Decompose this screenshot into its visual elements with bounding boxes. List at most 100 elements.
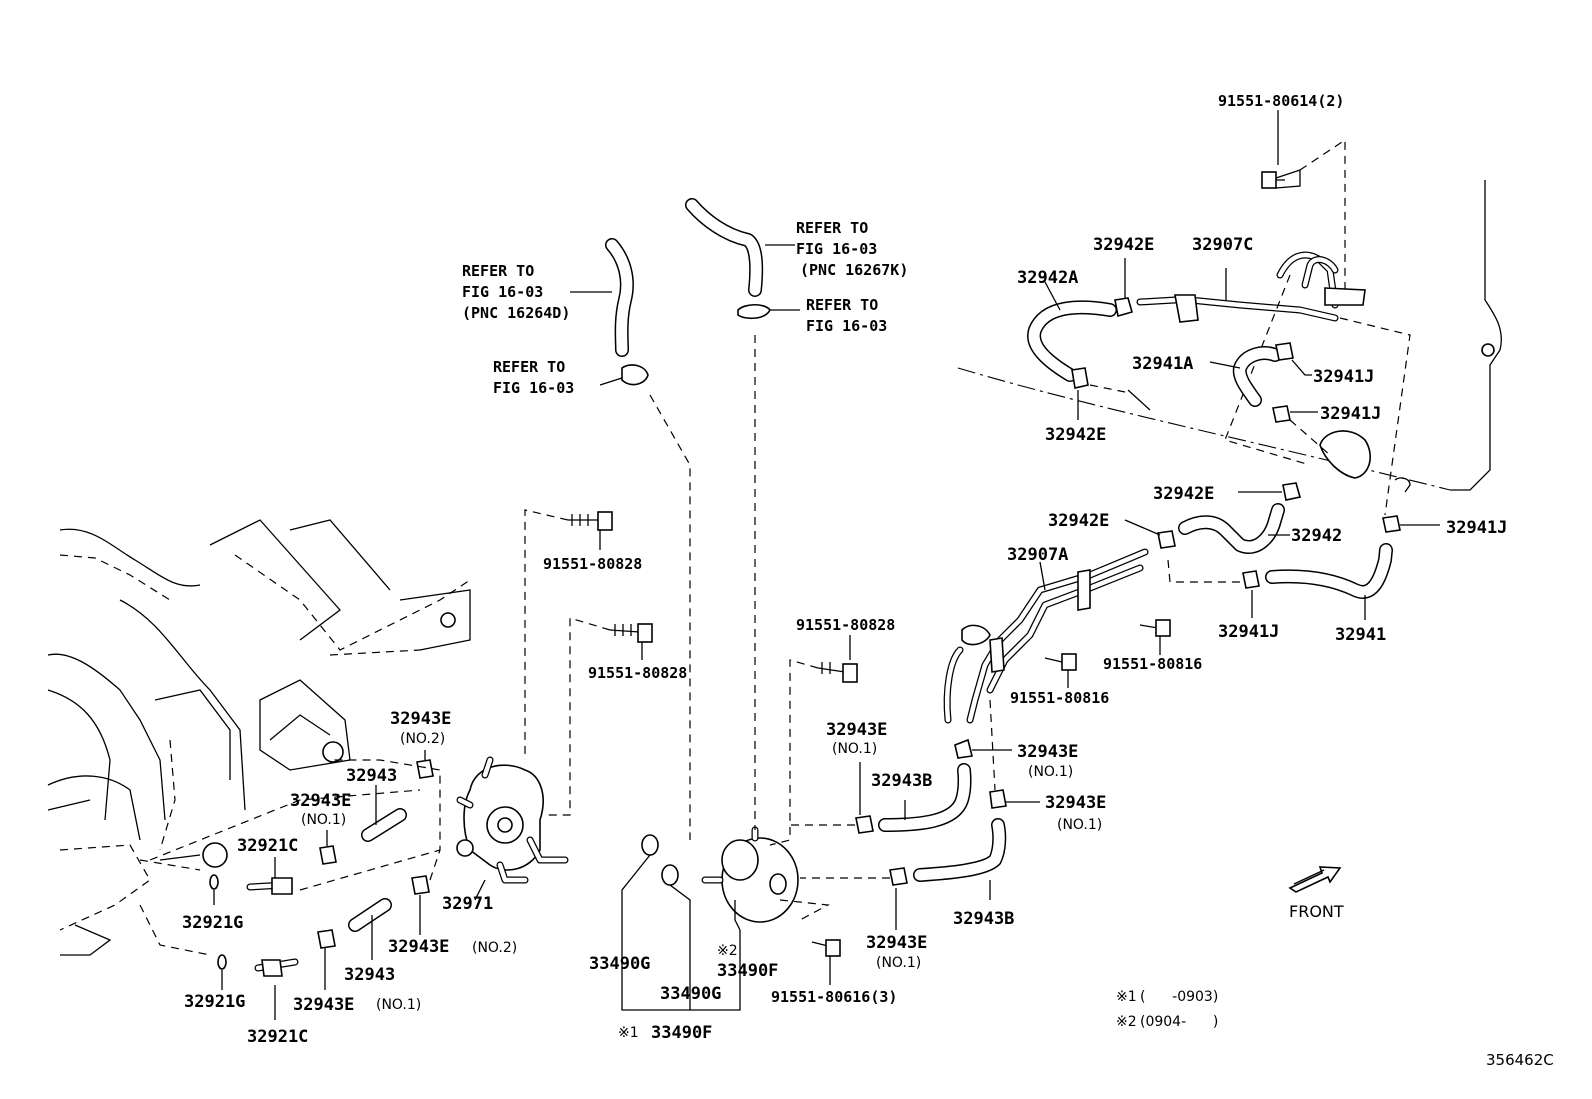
sublabel-r1-no1: (NO.1) xyxy=(1028,764,1073,780)
bolt-91551-80816-a xyxy=(1139,619,1171,655)
sublabel-l2-no1: (NO.1) xyxy=(301,812,346,828)
label-32943E-c2: 32943E xyxy=(866,933,927,953)
label-32941A: 32941A xyxy=(1132,354,1193,374)
clamp-32941J-3 xyxy=(1382,515,1440,533)
bolt-91551-80828-b xyxy=(545,617,653,816)
label-91551-80828-b: 91551-80828 xyxy=(588,664,687,682)
hose-32943-l2 xyxy=(348,898,392,960)
label-32941J-1: 32941J xyxy=(1313,367,1374,387)
engine-outline xyxy=(47,519,471,956)
clamp-32943E-r1 xyxy=(954,738,1012,759)
label-91551-80828-a: 91551-80828 xyxy=(543,555,642,573)
label-32942E-r2: 32942E xyxy=(1048,511,1109,531)
label-91551-80616: 91551-80616(3) xyxy=(771,988,897,1006)
label-32941: 32941 xyxy=(1335,625,1386,645)
label-32907A: 32907A xyxy=(1007,545,1068,565)
legend-row2-text: (0904- ) xyxy=(1140,1014,1218,1030)
bolt-91551-80614 xyxy=(1261,110,1346,300)
clamp-32943E-r2 xyxy=(989,789,1040,809)
pipe-32907C xyxy=(1136,251,1411,516)
refer-note-3-line3: (PNC 16267K) xyxy=(800,261,908,279)
label-32941J-2: 32941J xyxy=(1320,404,1381,424)
bolt-91551-80828-a xyxy=(524,509,613,760)
label-32971: 32971 xyxy=(442,894,493,914)
label-32943B-2: 32943B xyxy=(953,909,1014,929)
label-32921G-2: 32921G xyxy=(184,992,245,1012)
label-32942E-top: 32942E xyxy=(1093,235,1154,255)
hose-32943B-2 xyxy=(913,818,1007,900)
clamp-32943E-l1 xyxy=(416,750,434,779)
front-arrow-icon xyxy=(1288,866,1342,893)
label-32921C-1: 32921C xyxy=(237,836,298,856)
o-ring-32921G-1 xyxy=(209,874,219,890)
label-32941J-3: 32941J xyxy=(1446,518,1507,538)
clamp-32943E-l4 xyxy=(317,929,336,990)
bolt-91551-80816-b xyxy=(1044,653,1077,688)
label-32942: 32942 xyxy=(1291,526,1342,546)
legend-row1-mark: ※1 xyxy=(1116,989,1137,1005)
sublabel-c2-no1: (NO.1) xyxy=(876,955,921,971)
label-33490F-1: 33490F xyxy=(717,961,778,981)
refer-note-3-line2: FIG 16-03 xyxy=(796,240,877,258)
refer-note-4-line1: REFER TO xyxy=(806,296,878,314)
canister-33490F xyxy=(701,826,831,931)
fitting-32921C-1 xyxy=(246,857,293,895)
o-ring-33490G-2 xyxy=(661,864,679,886)
refer-note-2-line2: FIG 16-03 xyxy=(493,379,574,397)
label-32943E-r2: 32943E xyxy=(1045,793,1106,813)
label-91551-80614: 91551-80614(2) xyxy=(1218,92,1344,110)
clamp-32941J-2 xyxy=(1272,405,1318,423)
legend-row1-text: ( -0903) xyxy=(1140,989,1218,1005)
label-32943-l2: 32943 xyxy=(344,965,395,985)
label-32943E-r1: 32943E xyxy=(1017,742,1078,762)
label-32943E-l2: 32943E xyxy=(290,791,351,811)
label-32942E-mid: 32942E xyxy=(1045,425,1106,445)
label-32943-l1: 32943 xyxy=(346,766,397,786)
clamp-32942E-top xyxy=(1114,258,1133,318)
clamp-32941J-1 xyxy=(1275,342,1312,376)
hose-32943-l1 xyxy=(361,785,407,842)
label-32943E-l1: 32943E xyxy=(390,709,451,729)
label-33490G-1: 33490G xyxy=(589,954,650,974)
upper-hose-left xyxy=(570,238,691,840)
hose-32941 xyxy=(1265,543,1393,620)
label-32921G-1: 32921G xyxy=(182,913,243,933)
label-91551-80816-b: 91551-80816 xyxy=(1010,689,1109,707)
label-32943E-l3: 32943E xyxy=(388,937,449,957)
figure-id: 356462C xyxy=(1486,1051,1554,1069)
hose-32941A xyxy=(1209,346,1282,407)
hose-32943B-1 xyxy=(878,763,972,832)
refer-note-1-line3: (PNC 16264D) xyxy=(462,304,570,322)
label-33490G-2: 33490G xyxy=(660,984,721,1004)
hose-32942A xyxy=(1027,281,1117,382)
sublabel-l3-no2: (NO.2) xyxy=(472,940,517,956)
sublabel-l4-no1: (NO.1) xyxy=(376,997,421,1013)
label-32907C: 32907C xyxy=(1192,235,1253,255)
label-32941J-4: 32941J xyxy=(1218,622,1279,642)
mark-2: ※2 xyxy=(717,943,738,959)
mark-1: ※1 xyxy=(618,1025,639,1041)
label-32943E-c1: 32943E xyxy=(826,720,887,740)
clamp-32942E-r2 xyxy=(1124,519,1176,549)
bolt-91551-80828-c xyxy=(769,635,858,846)
label-32943E-l4: 32943E xyxy=(293,995,354,1015)
clamp-32942E-r1 xyxy=(1238,482,1302,501)
label-91551-80816-a: 91551-80816 xyxy=(1103,655,1202,673)
clamp-32941J-4 xyxy=(1242,570,1260,618)
o-ring-33490G-1 xyxy=(641,834,659,856)
label-33490F-2: 33490F xyxy=(651,1023,712,1043)
bolt-91551-80616 xyxy=(811,939,841,985)
legend-row2-mark: ※2 xyxy=(1116,1014,1137,1030)
clamp-32943E-l3 xyxy=(330,759,441,935)
sublabel-l1-no2: (NO.2) xyxy=(400,731,445,747)
refer-note-4-line2: FIG 16-03 xyxy=(806,317,887,335)
refer-note-2-line1: REFER TO xyxy=(493,358,565,376)
sublabel-c1-no1: (NO.1) xyxy=(832,741,877,757)
vacuum-pump-32971 xyxy=(456,756,569,901)
label-32943B-1: 32943B xyxy=(871,771,932,791)
refer-note-1-line2: FIG 16-03 xyxy=(462,283,543,301)
label-91551-80828-c: 91551-80828 xyxy=(796,616,895,634)
hose-32942 xyxy=(1178,503,1290,554)
sublabel-r2-no1: (NO.1) xyxy=(1057,817,1102,833)
